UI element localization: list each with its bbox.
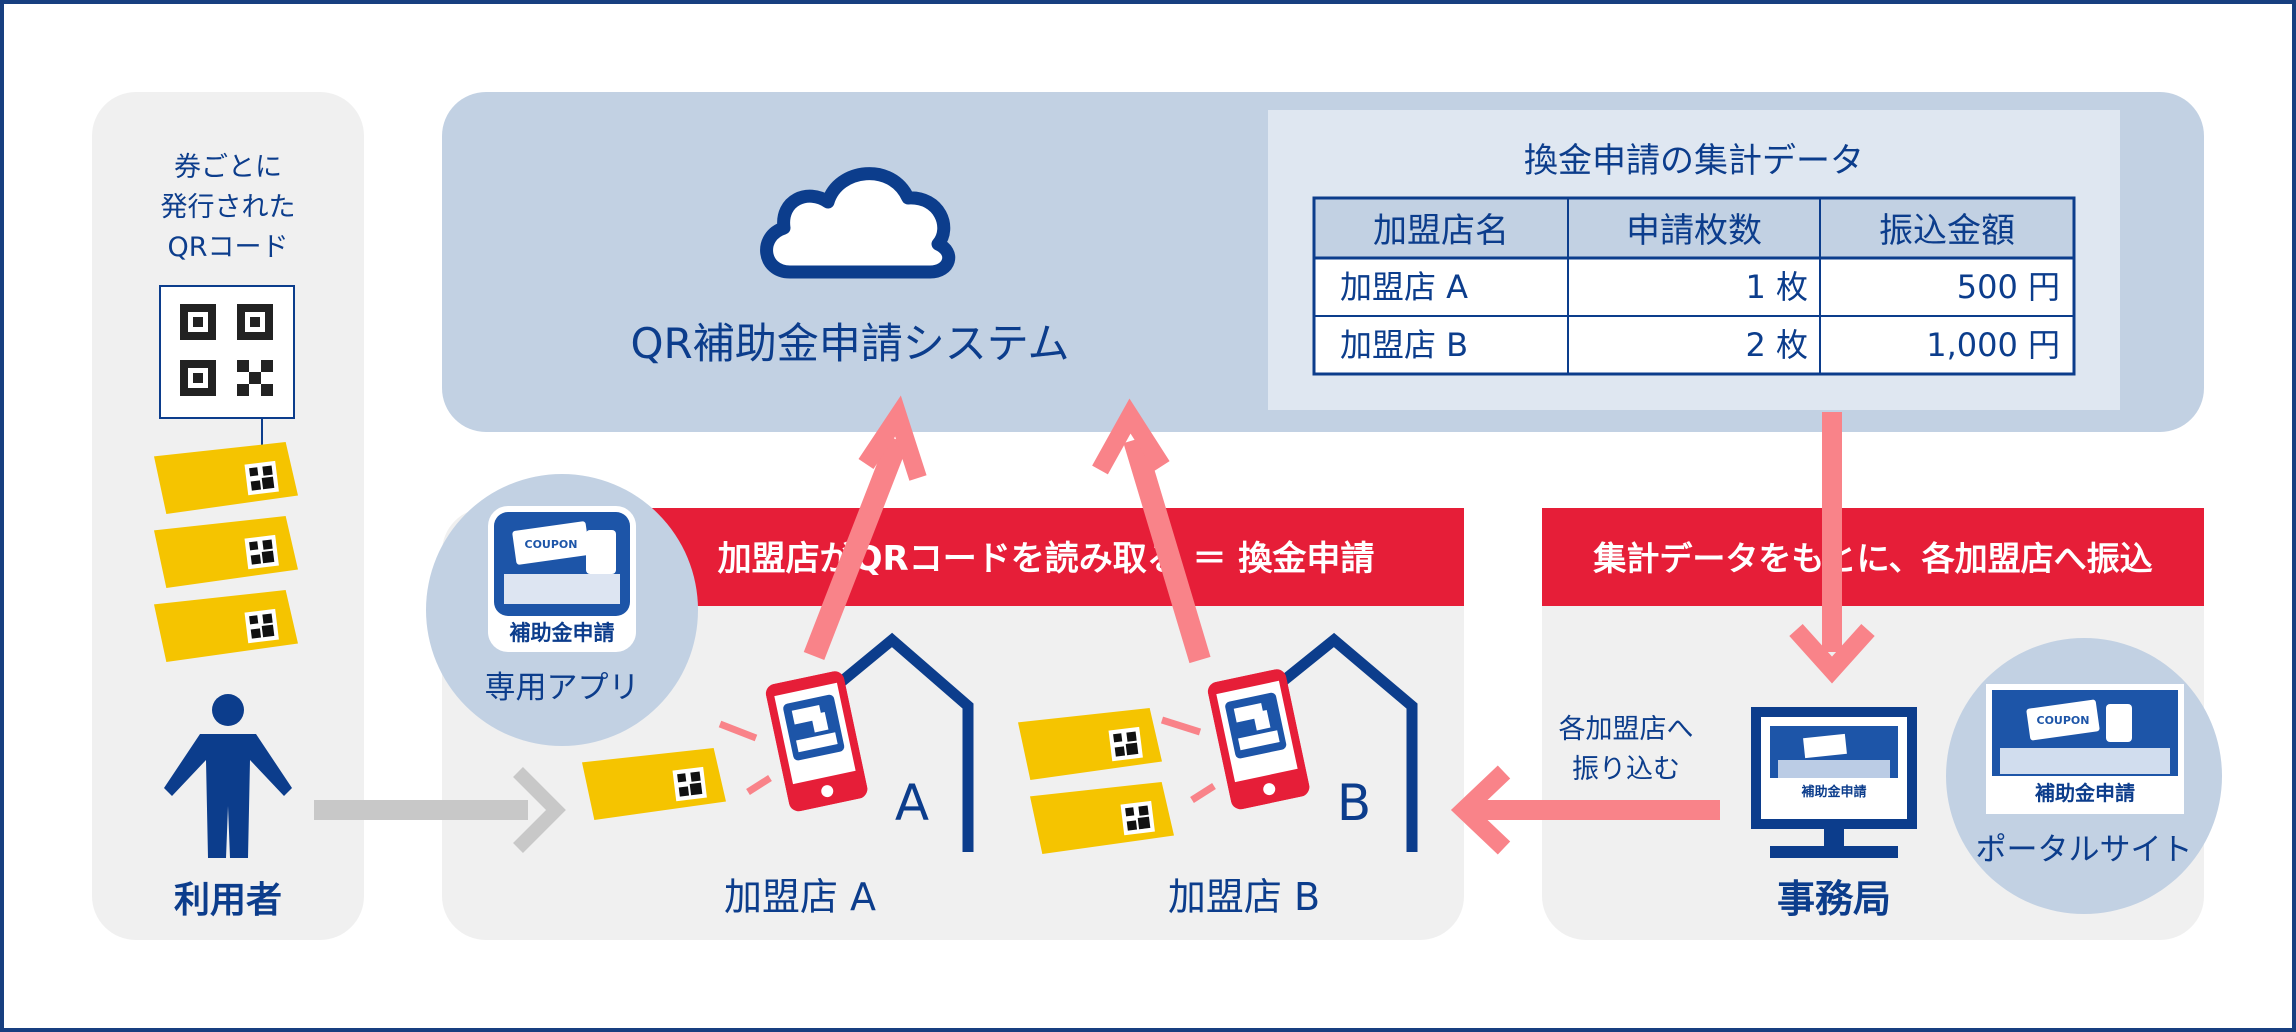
store-b-letter: B [1337,774,1371,832]
portal-coupon: COUPON [2037,714,2090,727]
summary-table: 加盟店名 申請枚数 振込金額 加盟店 A 1 枚 500 円 加盟店 B 2 枚… [1312,196,2076,376]
cloud-icon [760,167,956,279]
table-header-store: 加盟店名 [1373,211,1509,251]
table-cell: 加盟店 B [1340,326,1468,364]
transfer-note-line: 振り込む [1572,754,1680,785]
store-a-label: 加盟店 A [724,875,876,919]
banner-transfer [1542,508,2204,606]
portal-label: ポータルサイト [1976,832,2193,868]
scan-ray [1160,716,1216,803]
banner-transfer-text: 集計データをもとに、各加盟店へ振込 [1592,539,2152,578]
app-icon: COUPON 補助金申請 [488,506,636,652]
table-cell: 500 円 [1957,268,2060,306]
banner-read-qr [650,508,1464,606]
summary-table-title: 換金申請の集計データ [1524,141,1864,181]
qr-caption-line: 発行された [161,192,296,223]
system-title: QR補助金申請システム [631,319,1070,368]
table-header-amount: 振込金額 [1879,211,2015,251]
portal-screen-text: 補助金申請 [2034,781,2135,805]
monitor-icon [1751,707,1917,858]
monitor-text: 補助金申請 [1800,784,1866,800]
arrow-icon [1092,398,1211,664]
qr-caption-line: 券ごとに [174,152,282,183]
table-header-count: 申請枚数 [1626,211,1762,251]
app-icon-text: 補助金申請 [509,621,615,645]
table-cell: 1,000 円 [1926,326,2060,364]
arrow-icon [1789,412,1875,684]
app-icon-coupon: COUPON [525,538,578,551]
store-b-label: 加盟店 B [1168,875,1320,919]
banner-read-qr-text: 加盟店がQRコードを読み取る ＝ 換金申請 [718,539,1375,579]
arrow-icon [314,767,566,853]
transfer-note-line: 各加盟店へ [1559,714,1694,745]
qr-code-icon [159,285,295,419]
user-label: 利用者 [174,880,282,921]
table-cell: 1 枚 [1745,268,1808,306]
table-cell: 2 枚 [1745,326,1808,364]
app-label: 専用アプリ [485,670,640,706]
scan-ray [718,720,772,795]
store-a-letter: A [895,774,929,832]
table-cell: 加盟店 A [1340,268,1468,306]
qr-caption-line: QRコード [167,232,288,263]
portal-screen [1986,684,2184,814]
arrow-icon [803,395,927,660]
arrow-icon [1450,765,1720,855]
office-label: 事務局 [1777,877,1891,921]
person-icon [164,694,292,858]
